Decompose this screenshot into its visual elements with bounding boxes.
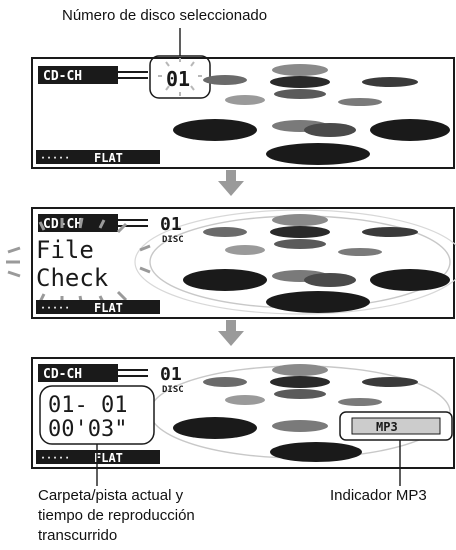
message-line-2: Check bbox=[36, 264, 109, 292]
folder-track-caption-line-1: Carpeta/pista actual y bbox=[38, 487, 184, 504]
display-2: CD-CH 01 DISC File Check bbox=[6, 207, 456, 319]
disc-label: DISC bbox=[162, 385, 184, 395]
mp3-indicator bbox=[351, 417, 441, 435]
source-label: CD-CH bbox=[43, 367, 82, 382]
message-line-1: File bbox=[36, 236, 94, 264]
source-badge bbox=[38, 214, 118, 232]
disc-number-caption: Número de disco seleccionado bbox=[62, 7, 268, 24]
message-halo bbox=[6, 217, 151, 307]
disc-number: 01 bbox=[160, 214, 182, 235]
source-badge bbox=[38, 364, 118, 382]
elapsed-time: 00'03" bbox=[48, 417, 127, 442]
arrow-down-icon bbox=[218, 320, 244, 346]
folder-track-caption: Carpeta/pista actual y tiempo de reprodu… bbox=[38, 486, 195, 546]
dots-indicator: ····· bbox=[40, 153, 70, 164]
display-3: CD-CH 01 DISC 01- 01 00'03" bbox=[31, 357, 455, 469]
mp3-caption: Indicador MP3 bbox=[330, 487, 427, 504]
disc-number: 01 bbox=[166, 67, 190, 91]
arrow-down-icon bbox=[218, 170, 244, 196]
status-bar bbox=[36, 300, 160, 314]
dots-indicator: ····· bbox=[40, 453, 70, 464]
status-bar bbox=[36, 150, 160, 164]
dots-indicator: ····· bbox=[40, 303, 70, 314]
sound-mode-label: FLAT bbox=[94, 151, 123, 165]
disc-number-halo bbox=[158, 58, 202, 96]
status-bar bbox=[36, 450, 160, 464]
source-label: CD-CH bbox=[43, 69, 82, 84]
folder-track: 01- 01 bbox=[48, 393, 127, 418]
display-art bbox=[173, 64, 450, 165]
source-badge bbox=[38, 66, 118, 84]
sound-mode-label: FLAT bbox=[94, 451, 123, 465]
mp3-label: MP3 bbox=[376, 420, 398, 434]
disc-number: 01 bbox=[160, 364, 182, 385]
display-1: CD-CH 01 bbox=[31, 55, 455, 169]
folder-track-caption-line-2: tiempo de reproducción bbox=[38, 507, 195, 524]
sound-mode-label: FLAT bbox=[94, 301, 123, 315]
display-art bbox=[183, 214, 450, 313]
disc-label: DISC bbox=[162, 235, 184, 245]
folder-track-caption-line-3: transcurrido bbox=[38, 527, 118, 544]
display-art bbox=[173, 364, 418, 462]
